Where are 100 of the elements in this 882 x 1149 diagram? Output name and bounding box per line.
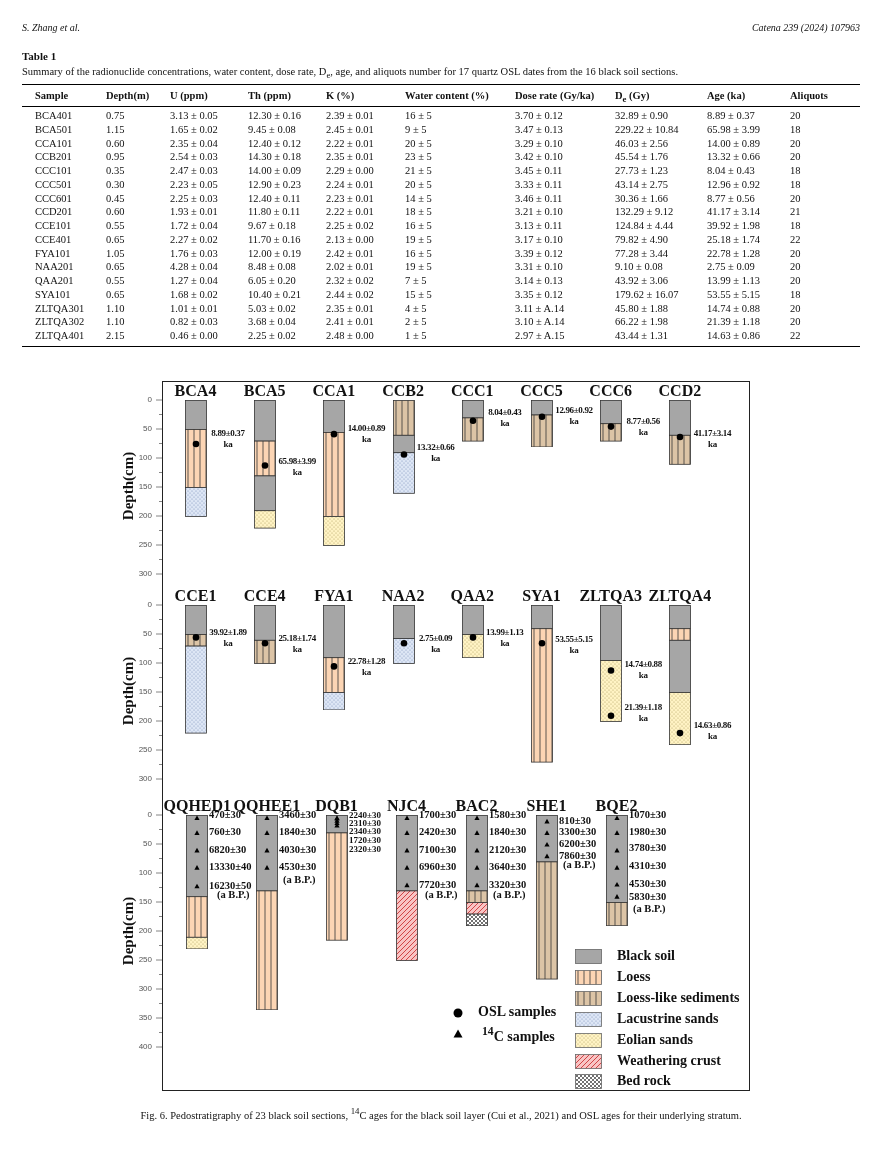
- table-cell: 0.46 ± 0.00: [170, 330, 218, 341]
- table-cell: 3.45 ± 0.11: [515, 165, 563, 176]
- table-cell: 2.23 ± 0.05: [170, 178, 218, 190]
- table-cell: 132.29 ± 9.12: [615, 206, 674, 218]
- age-label: 2.75±0.09 ka: [417, 632, 454, 655]
- axis-tick-label: 300: [137, 774, 152, 783]
- table-cell: 14 ± 5: [405, 192, 432, 204]
- table-cell: 2.41 ± 0.01: [326, 316, 374, 328]
- axis-tick-label: 400: [137, 1042, 152, 1051]
- table-cell: CCC501: [35, 178, 72, 190]
- column-name: CCC6: [588, 382, 633, 400]
- table-cell: 7 ± 5: [405, 275, 427, 286]
- axis-title: Depth(cm): [119, 896, 137, 966]
- age-label: 8.04±0.43 ka: [487, 406, 523, 429]
- table-cell: 39.92 ± 1.98: [707, 220, 760, 231]
- table-cell: 0.55: [106, 220, 125, 231]
- table-cell: 2.42 ± 0.01: [326, 247, 374, 259]
- table-cell: 1.72 ± 0.04: [170, 220, 218, 231]
- age-label: 2120±30: [489, 843, 527, 856]
- age-label: 14.74±0.88 ka: [624, 658, 663, 681]
- table-cell: CCB201: [35, 151, 72, 163]
- figure-caption: Fig. 6. Pedostratigraphy of 23 black soil sections, $^{14}$C ages for the black soil layer (Cui et al., 2021) and OSL ages for their underlying stratum.: [139, 1106, 743, 1121]
- column-name: CCB2: [381, 382, 425, 400]
- table-cell: 20: [790, 110, 801, 121]
- table-cell: 2.44 ± 0.02: [326, 288, 374, 300]
- column-name: BCA4: [173, 382, 218, 400]
- age-label: (a B.P.): [563, 858, 596, 871]
- table-cell: 20: [790, 316, 801, 328]
- table-cell: 3.35 ± 0.12: [515, 288, 563, 300]
- table-cell: 3.42 ± 0.10: [515, 151, 563, 163]
- table-cell: 1.76 ± 0.03: [170, 247, 218, 259]
- table-cell: 3.70 ± 0.12: [515, 110, 563, 121]
- age-label: 810±30: [559, 814, 591, 827]
- table-cell: 4 ± 5: [405, 302, 427, 314]
- table-cell: 1.68 ± 0.02: [170, 288, 218, 300]
- column-header: Age (ka): [707, 90, 746, 101]
- table-cell: ZLTQA302: [35, 316, 85, 328]
- table-cell: 14.00 ± 0.89: [707, 137, 760, 149]
- column-name: SYA1: [521, 587, 562, 605]
- table-cell: ZLTQA401: [35, 330, 85, 341]
- table-cell: 2.32 ± 0.02: [326, 275, 374, 286]
- table-cell: BCA401: [35, 110, 73, 121]
- table-cell: 124.84 ± 4.44: [615, 220, 674, 231]
- table-cell: 8.77 ± 0.56: [707, 192, 755, 204]
- column-name: ZLTQA4: [647, 587, 713, 605]
- table-cell: 21.39 ± 1.18: [707, 316, 760, 328]
- age-label: 2240±30: [349, 811, 381, 820]
- table-cell: CCC601: [35, 192, 72, 204]
- age-label: (a B.P.): [493, 889, 526, 902]
- table-cell: 12.30 ± 0.16: [248, 110, 301, 121]
- table-cell: 18: [790, 165, 801, 176]
- age-label: 1720±30: [349, 835, 381, 845]
- table-cell: 4.28 ± 0.04: [170, 261, 218, 273]
- age-label: 22.78±1.28 ka: [347, 655, 386, 678]
- table-cell: 0.35: [106, 165, 125, 176]
- table-cell: 2.45 ± 0.01: [326, 123, 374, 135]
- age-label: (a B.P.): [283, 873, 316, 886]
- axis-tick-label: 250: [137, 745, 152, 754]
- legend-label: $^{14}$C samples: [482, 1025, 555, 1045]
- table-cell: NAA201: [35, 261, 74, 273]
- table-cell: 3.11 ± A.14: [515, 302, 565, 314]
- table-cell: 16 ± 5: [405, 247, 432, 259]
- table-cell: 11.70 ± 0.16: [248, 233, 301, 245]
- column-header: Th (ppm): [248, 90, 291, 101]
- table-cell: 0.60: [106, 206, 125, 218]
- table-cell: 27.73 ± 1.23: [615, 165, 668, 176]
- axis-tick-label: 350: [137, 1013, 152, 1022]
- running-header: S. Zhang et al.: [22, 22, 81, 33]
- table-cell: 20: [790, 137, 801, 149]
- table-cell: 8.48 ± 0.08: [248, 261, 296, 273]
- table-cell: 30.36 ± 1.66: [615, 192, 668, 204]
- table-cell: 2.48 ± 0.00: [326, 330, 374, 341]
- age-label: 6820±30: [209, 843, 247, 856]
- age-label: 39.92±1.89 ka: [209, 626, 247, 649]
- table-cell: 77.28 ± 3.44: [615, 247, 668, 259]
- age-label: 41.17±3.14 ka: [693, 427, 732, 450]
- axis-tick-label: 0: [146, 810, 152, 819]
- table-cell: 3.33 ± 0.11: [515, 178, 563, 190]
- table-cell: 3.14 ± 0.13: [515, 275, 563, 286]
- table-cell: CCA101: [35, 137, 73, 149]
- column-name: NAA2: [380, 587, 426, 605]
- axis-tick-label: 50: [142, 839, 152, 848]
- table-cell: 3.17 ± 0.10: [515, 233, 563, 245]
- table-cell: 9.45 ± 0.08: [248, 123, 296, 135]
- age-label: 2320±30: [349, 844, 381, 854]
- table-cell: 20: [790, 151, 801, 163]
- table-cell: CCD201: [35, 206, 73, 218]
- age-label: 3780±30: [629, 842, 667, 855]
- column-name: FYA1: [313, 587, 355, 605]
- table-cell: 12.40 ± 0.12: [248, 137, 301, 149]
- table-cell: 43.14 ± 2.75: [615, 178, 668, 190]
- column-name: ZLTQA3: [578, 587, 643, 605]
- axis-tick-label: 300: [137, 984, 152, 993]
- table-cell: 0.45: [106, 192, 125, 204]
- table-cell: 22: [790, 233, 801, 245]
- table-cell: 6.05 ± 0.20: [248, 275, 296, 286]
- table-title: Table 1: [22, 50, 57, 62]
- age-label: 65.98±3.99 ka: [278, 456, 317, 479]
- table-cell: 8.04 ± 0.43: [707, 165, 755, 176]
- table-cell: 3.68 ± 0.04: [248, 316, 296, 328]
